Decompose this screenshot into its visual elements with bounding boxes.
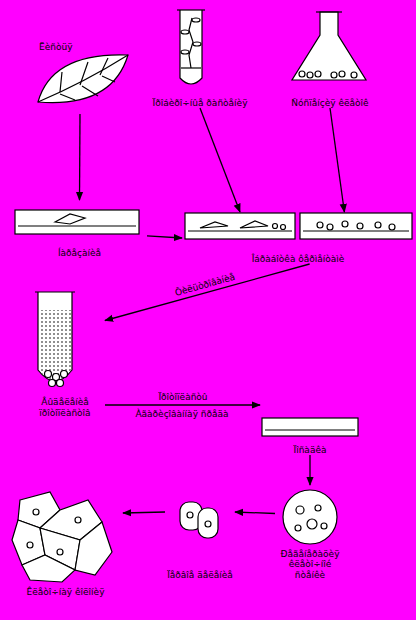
stage-label: Ñóñïåíçèÿ êëåòîê [280, 98, 380, 108]
flask-rim [316, 11, 342, 12]
cell-cluster [315, 71, 321, 77]
stage-label: Ïðîáèðî÷íûå ðàñòåíèÿ [150, 98, 250, 108]
nucleus [57, 549, 63, 555]
leaf-piece [55, 214, 85, 224]
tube-suspension [39, 310, 71, 380]
edge-label: Ïðîòîïëàñòû [158, 392, 207, 402]
pellet [57, 380, 64, 387]
stage-node: Ïåðâîå äåëåíèå [165, 495, 235, 580]
stage-node: Îáðàáîòêà ôåðìåíòàìè [182, 212, 414, 264]
pellet [45, 371, 52, 378]
stage-node: Ðåãåíåðàöèÿ êëåòî÷íîé ñòåíêè [275, 485, 345, 580]
leaf-veins [60, 58, 115, 100]
cell-cluster [307, 72, 313, 78]
cell-cluster [339, 71, 345, 77]
protoplast [389, 224, 395, 230]
petri-dish [15, 210, 139, 234]
flow-arrow [235, 512, 275, 514]
dish-medium-line [265, 429, 355, 430]
stage-node: Íàðåçàíèå [12, 200, 147, 258]
stage-node: Êëåòî÷íàÿ êîëîíèÿ [8, 485, 123, 597]
nucleus [205, 521, 211, 527]
leaf-midrib [38, 55, 128, 102]
stage-label: Êëåòî÷íàÿ êîëîíèÿ [8, 587, 123, 597]
cell-cluster [331, 72, 337, 78]
plant-leaf [193, 42, 201, 46]
protoplast [342, 221, 348, 227]
colony-cell [22, 555, 75, 582]
petri-dish [300, 213, 412, 239]
flow-arrow [79, 114, 81, 200]
flow-arrow [105, 404, 260, 405]
nucleus [27, 542, 33, 548]
petri-dish [185, 213, 295, 239]
flask [292, 12, 366, 80]
stage-node: Ñóñïåíçèÿ êëåòîê [280, 8, 380, 108]
cell-cluster [299, 71, 305, 77]
test-tube [180, 10, 202, 84]
protoplast [317, 222, 323, 228]
nucleus [187, 512, 193, 518]
flow-arrow [200, 108, 240, 212]
medium-label: Àãàðèçîâàííàÿ ñðåäà [135, 409, 228, 419]
protoplast [281, 225, 286, 230]
flow-arrow [309, 455, 310, 485]
stage-node: Ïðîáèðî÷íûå ðàñòåíèÿ [150, 8, 250, 108]
stage-label: Âûäåëåíèå ïðîòîïëàñòîâ [25, 397, 105, 418]
leaf-piece [200, 221, 268, 228]
organelle [315, 505, 321, 511]
stage-label: Ëèñòüÿ [39, 42, 135, 52]
flow-arrow [105, 264, 310, 321]
stage-node: Âûäåëåíèå ïðîòîïëàñòîâ [25, 288, 105, 418]
daughter-cell [198, 508, 218, 538]
organelle [296, 506, 304, 514]
tube-rim [177, 9, 205, 10]
pellet [61, 371, 68, 378]
protoplast [357, 223, 363, 229]
cell-cluster [351, 72, 357, 78]
pellet [49, 380, 56, 387]
organelle [321, 523, 327, 529]
stage-label: Ðåãåíåðàöèÿ êëåòî÷íîé ñòåíêè [275, 549, 345, 580]
flow-arrow [330, 108, 344, 212]
stage-node: Ëèñòüÿ [25, 42, 135, 114]
flow-arrow [123, 512, 165, 513]
dish-liquid-line [18, 225, 136, 226]
illustrations [12, 10, 412, 582]
plant-leaf [192, 18, 200, 22]
leaf-drawing [38, 55, 128, 103]
nucleus [33, 509, 39, 515]
centrifuge-tube [38, 292, 72, 381]
organelle [295, 525, 301, 531]
protoplast [273, 224, 278, 229]
protoplast [375, 222, 381, 228]
protoplast [327, 224, 333, 230]
tube-rim [35, 291, 75, 292]
stage-label: Ïîñàäêà [260, 445, 360, 455]
stage-label: Ïåðâîå äåëåíèå [165, 570, 235, 580]
dish-liquid-line [303, 230, 409, 231]
edge-label: Ôèëüòðîâàíèå [174, 271, 236, 297]
plant-leaf [181, 50, 189, 54]
colony-cell [75, 522, 112, 575]
flow-arrow [147, 236, 182, 238]
stage-label: Îáðàáîòêà ôåðìåíòàìè [182, 254, 414, 264]
nucleus [307, 519, 317, 529]
plant-leaf [181, 30, 189, 34]
stage-label: Íàðåçàíèå [12, 248, 147, 258]
nucleus [75, 517, 81, 523]
stage-node: Ïîñàäêà [260, 395, 360, 455]
plant-stem [189, 18, 193, 68]
dish-liquid-line [188, 230, 292, 231]
protoplast-cell [283, 490, 337, 544]
petri-dish [262, 418, 358, 436]
